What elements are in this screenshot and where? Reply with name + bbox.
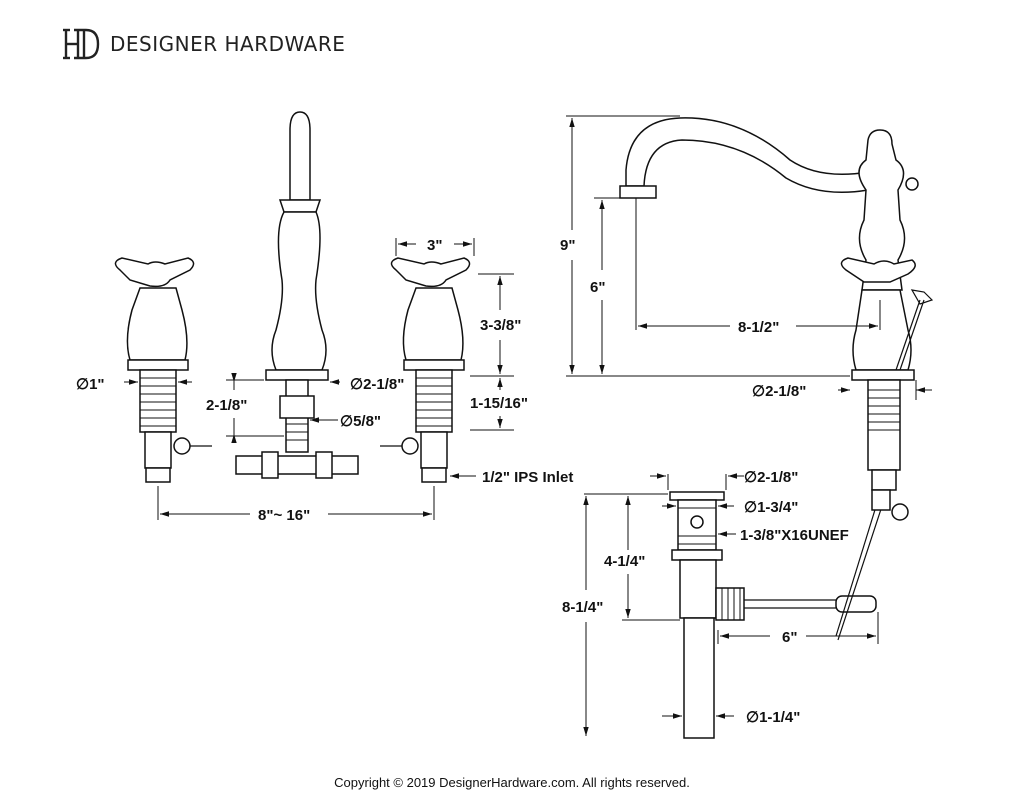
drain-body-height-label: 4-1/4" xyxy=(604,553,645,570)
copyright-notice: Copyright © 2019 DesignerHardware.com. A… xyxy=(334,775,690,790)
front-inlet-label: 1/2" IPS Inlet xyxy=(482,469,573,486)
front-handle-height-label: 3-3/8" xyxy=(480,317,521,334)
front-handle-spacing-label: 3" xyxy=(427,237,442,254)
right-handle xyxy=(380,257,471,483)
side-base-diameter-label: ∅2-1/8" xyxy=(752,383,806,400)
drain-flange-diameter-label: ∅2-1/8" xyxy=(744,469,798,486)
front-center-spread-label: 8"~ 16" xyxy=(258,507,310,524)
dh-monogram-icon xyxy=(63,28,100,60)
drain-dimension-lines xyxy=(583,473,879,736)
drain-rod-length-label: 6" xyxy=(782,629,797,646)
side-dimension-lines xyxy=(566,115,932,400)
front-shank-diameter-label: ∅1" xyxy=(76,376,105,393)
left-handle xyxy=(114,257,212,483)
drain-cap-diameter-label: ∅1-3/4" xyxy=(744,499,798,516)
center-spout xyxy=(235,111,359,479)
side-spout-height-label: 6" xyxy=(590,279,605,296)
side-spout-reach-label: 8-1/2" xyxy=(738,319,779,336)
side-view xyxy=(566,115,934,491)
front-view xyxy=(114,111,514,520)
side-total-height-label: 9" xyxy=(560,237,575,254)
dimension-labels: 3" 3-3/8" 1-15/16" ∅1" ∅2-1/8" 2-1/8" ∅5… xyxy=(76,237,849,726)
front-spout-base-diameter-label: ∅2-1/8" xyxy=(350,376,404,393)
drain-total-height-label: 8-1/4" xyxy=(562,599,603,616)
front-shank-length-label: 1-15/16" xyxy=(470,395,528,412)
front-dimension-lines xyxy=(124,238,514,520)
front-spout-shank-diameter-label: ∅5/8" xyxy=(340,413,381,430)
drain-tailpiece-diameter-label: ∅1-1/4" xyxy=(746,709,800,726)
brand-header: DESIGNER HARDWARE xyxy=(62,26,345,62)
brand-name: DESIGNER HARDWARE xyxy=(110,32,346,56)
drain-thread-label: 1-3/8"X16UNEF xyxy=(740,527,849,544)
front-spout-shank-length-label: 2-1/8" xyxy=(206,397,247,414)
drain-assembly xyxy=(583,473,909,739)
